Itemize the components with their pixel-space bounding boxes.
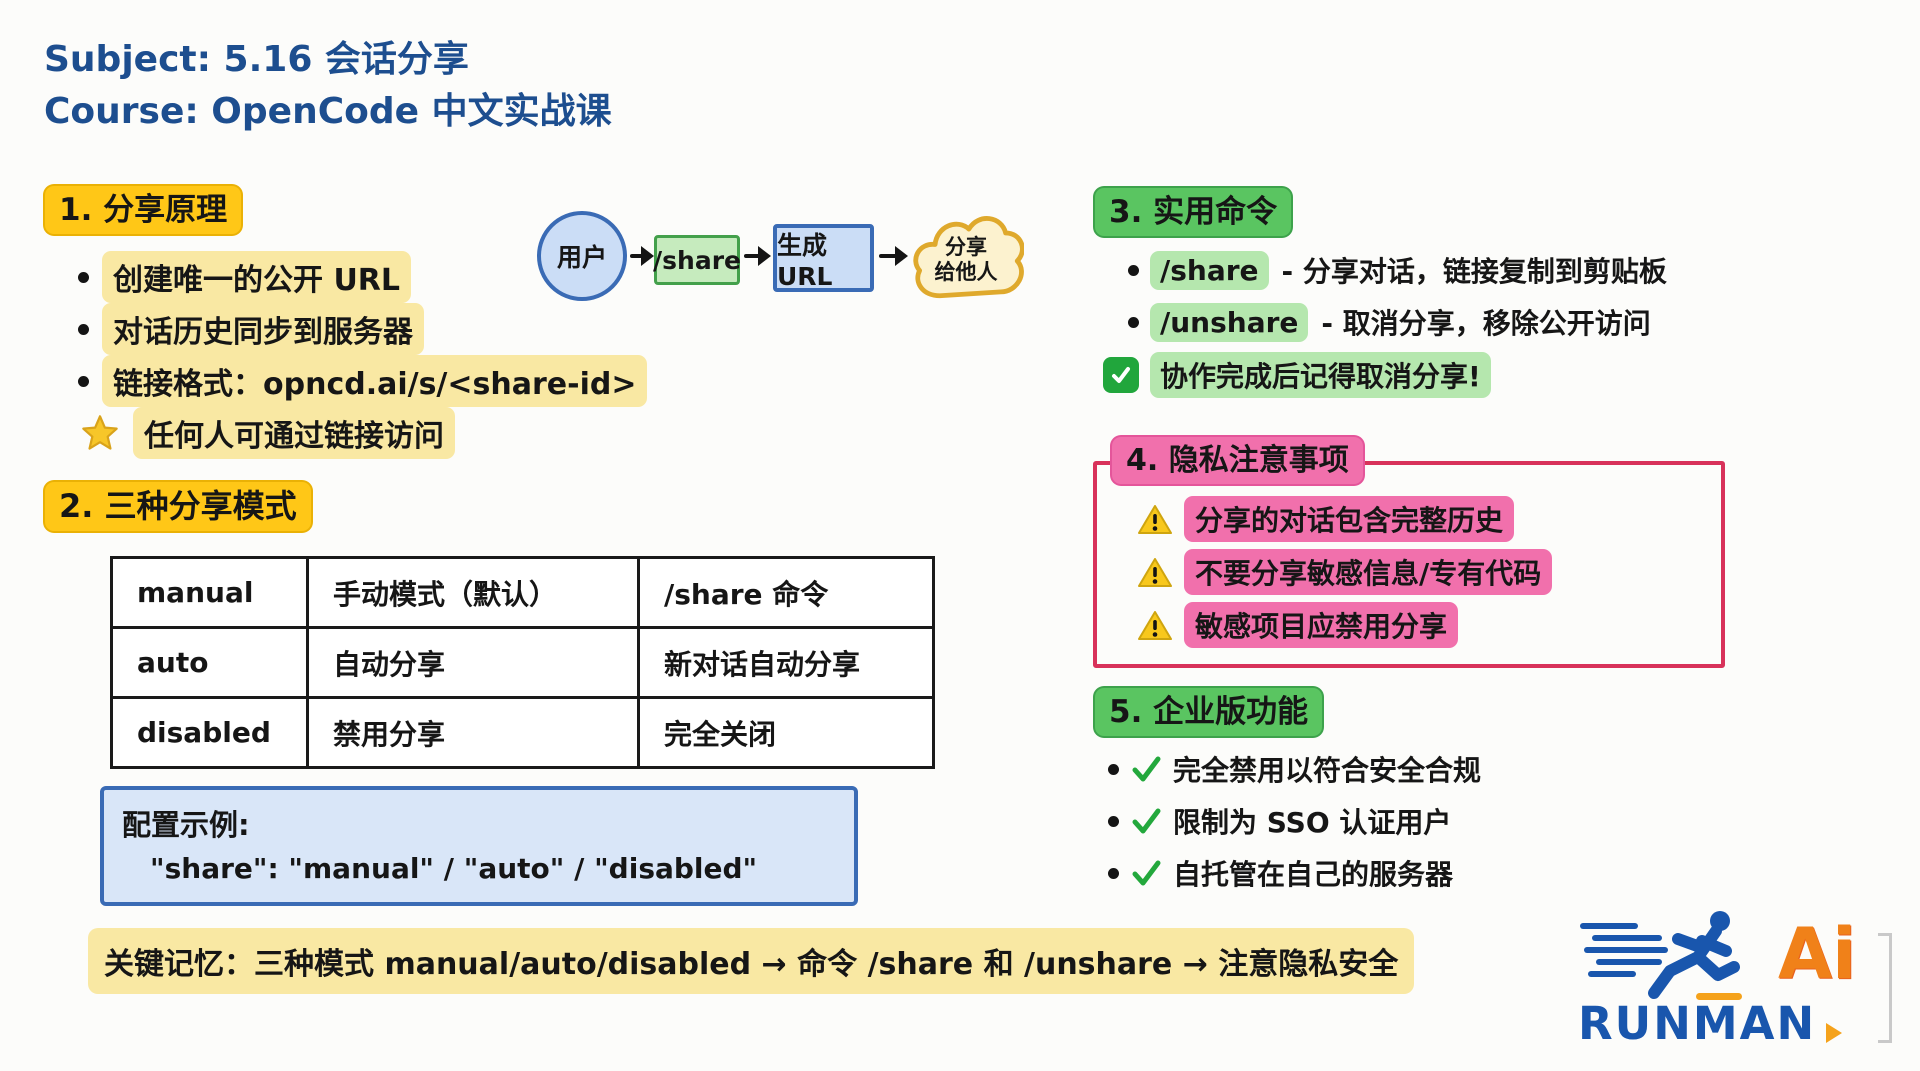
privacy-warning: 不要分享敏感信息/专有代码 [1184,549,1553,595]
flow-cloud-node: 分享 给他人 [908,235,1024,285]
principle-bullet-row: 链接格式：opncd.ai/s/<share-id> [78,355,648,407]
bullet-dot-icon [78,375,89,387]
warning-icon [1137,609,1173,642]
bullet-dot-icon [1128,316,1139,328]
privacy-warning-row: 分享的对话包含完整历史 [1137,496,1515,542]
runner-icon [1578,905,1778,1005]
privacy-warning: 敏感项目应禁用分享 [1184,602,1459,648]
privacy-warning-row: 不要分享敏感信息/专有代码 [1137,549,1553,595]
logo-runman-text: RUNMAN [1578,997,1817,1050]
subject-title: Subject: 5.16 会话分享 [44,39,469,80]
checkmark-icon [1130,805,1162,837]
bullet-dot-icon [78,271,89,283]
enterprise-row: 限制为 SSO 认证用户 [1108,801,1451,841]
enterprise-item: 限制为 SSO 认证用户 [1173,806,1452,839]
commands-tip: 协作完成后记得取消分享! [1150,352,1491,398]
checkmark-icon [1130,857,1162,889]
arrow-icon [630,246,654,266]
star-icon [80,413,120,453]
privacy-warning-row: 敏感项目应禁用分享 [1137,602,1459,648]
principle-bullet-row: 创建唯一的公开 URL [78,251,412,303]
checkmark-icon [1130,753,1162,785]
brand-logo: Ai RUNMAN [1578,905,1913,1065]
check-emoji-icon [1103,357,1139,393]
enterprise-row: 完全禁用以符合安全合规 [1108,749,1481,789]
cloud-label-line1: 分享 [945,235,987,259]
command-row: /unshare - 取消分享，移除公开访问 [1128,302,1651,342]
modes-table: manual 手动模式（默认） /share 命令 auto 自动分享 新对话自… [110,556,935,769]
command-code: /share [1150,250,1269,290]
command-code: /unshare [1150,302,1309,342]
principle-star-note: 任何人可通过链接访问 [133,407,455,459]
table-row: manual 手动模式（默认） /share 命令 [110,556,935,629]
config-title: 配置示例: [122,808,250,842]
bullet-dot-icon [1128,264,1139,276]
principle-star-row: 任何人可通过链接访问 [80,407,455,459]
privacy-frame [1093,461,1725,668]
config-code: "share": "manual" / "auto" / "disabled" [150,852,758,885]
table-row: auto 自动分享 新对话自动分享 [110,626,935,699]
enterprise-row: 自托管在自己的服务器 [1108,853,1453,893]
config-box: 配置示例: "share": "manual" / "auto" / "disa… [100,786,858,906]
flow-share-node: /share [653,235,741,285]
table-cell: auto [110,626,309,699]
principle-bullet: 对话历史同步到服务器 [102,303,424,355]
arrow-icon [879,246,908,266]
section-privacy-title: 4. 隐私注意事项 [1112,437,1363,484]
section-principle-title: 1. 分享原理 [45,186,242,235]
enterprise-item: 自托管在自己的服务器 [1173,858,1454,891]
cloud-icon [908,203,1025,315]
command-desc: - 取消分享，移除公开访问 [1321,307,1651,340]
table-cell: disabled [110,696,309,769]
bullet-dot-icon [1108,763,1119,775]
logo-ai-text: Ai [1778,913,1857,995]
section-modes-title: 2. 三种分享模式 [45,482,311,532]
table-cell: /share 命令 [637,556,935,629]
play-triangle-icon [1826,1023,1842,1043]
table-cell: 禁用分享 [306,696,640,769]
flow-user-node: 用户 [537,211,627,301]
key-memory: 关键记忆：三种模式 manual/auto/disabled → 命令 /sha… [88,928,1415,994]
warning-icon [1137,503,1173,536]
command-desc: - 分享对话，链接复制到剪贴板 [1281,255,1667,288]
principle-bullet: 创建唯一的公开 URL [102,251,412,303]
section-commands-title: 3. 实用命令 [1095,188,1292,237]
table-cell: 手动模式（默认） [306,556,640,629]
bullet-dot-icon [78,323,89,335]
commands-tip-row: 协作完成后记得取消分享! [1103,352,1491,398]
principle-bullet: 链接格式：opncd.ai/s/<share-id> [102,355,648,407]
table-cell: 新对话自动分享 [637,626,935,699]
table-row: disabled 禁用分享 完全关闭 [110,696,935,769]
cloud-label-line2: 给他人 [934,260,998,284]
privacy-warning: 分享的对话包含完整历史 [1184,496,1515,542]
command-row: /share - 分享对话，链接复制到剪贴板 [1128,250,1667,290]
principle-bullet-row: 对话历史同步到服务器 [78,303,424,355]
watermark-bracket [1878,933,1892,1043]
arrow-icon [744,246,771,266]
table-cell: 自动分享 [306,626,640,699]
table-cell: 完全关闭 [637,696,935,769]
bullet-dot-icon [1108,867,1119,879]
flow-genurl-node: 生成URL [773,224,874,292]
bullet-dot-icon [1108,815,1119,827]
section-enterprise-title: 5. 企业版功能 [1095,688,1323,737]
enterprise-item: 完全禁用以符合安全合规 [1173,754,1482,787]
course-title: Course: OpenCode 中文实战课 [44,91,612,132]
table-cell: manual [110,556,309,629]
warning-icon [1137,556,1173,589]
